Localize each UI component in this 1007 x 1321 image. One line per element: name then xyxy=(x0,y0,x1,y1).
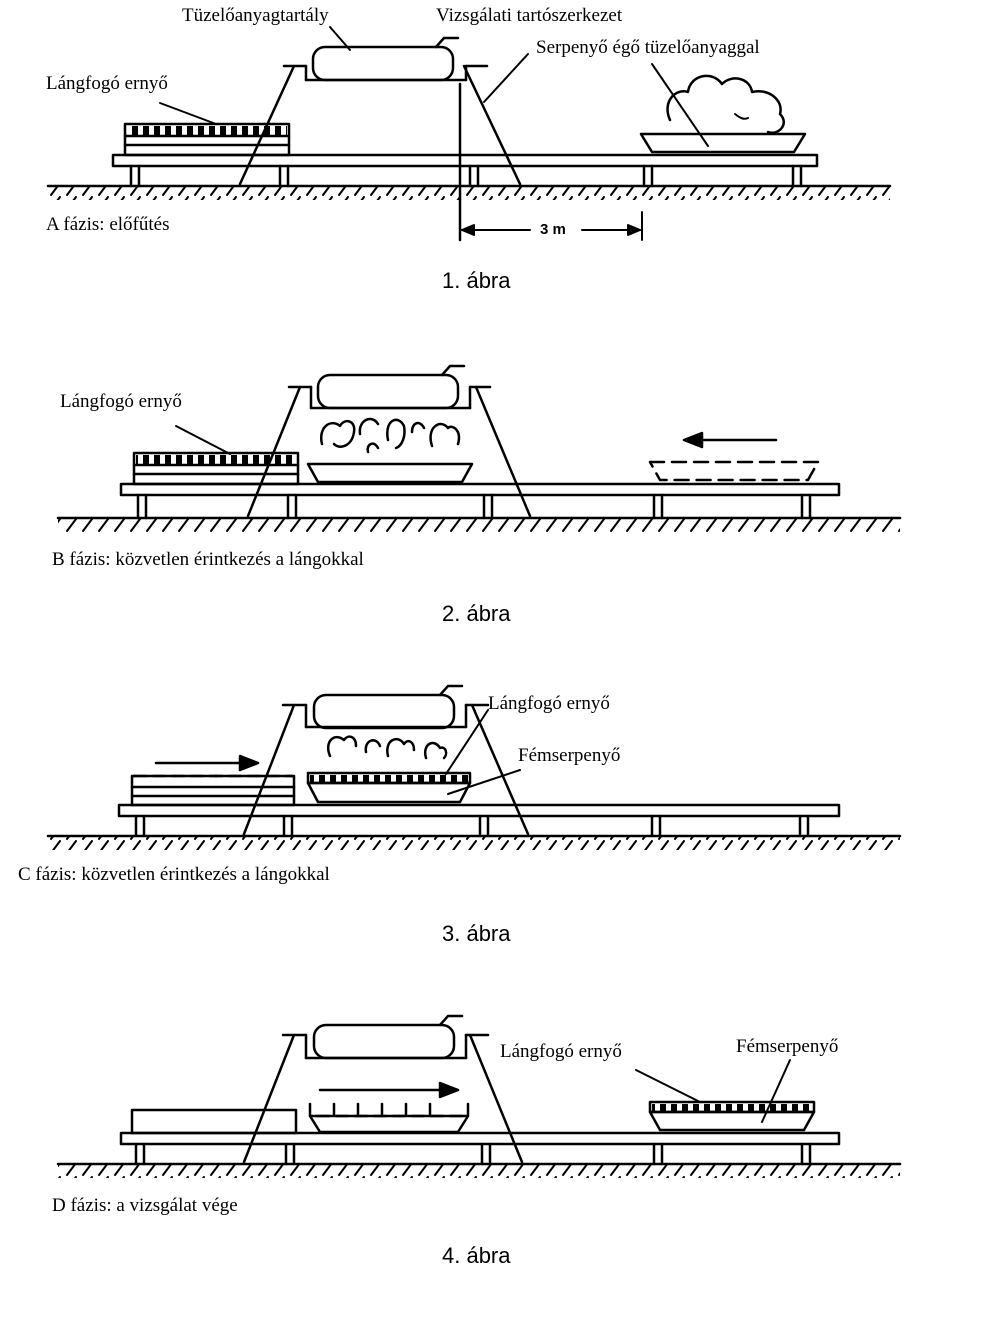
rail-table xyxy=(111,153,819,168)
fuel-tank xyxy=(312,1023,456,1060)
rail-legs xyxy=(136,493,812,520)
screen-base xyxy=(130,774,296,807)
metal-pan-with-screen xyxy=(306,771,472,804)
fuel-tank xyxy=(311,45,455,82)
label-flame-screen: Lángfogó ernyő xyxy=(488,693,610,714)
flame-screen xyxy=(132,451,300,486)
figure-caption: 3. ábra xyxy=(442,921,511,946)
tank-handle xyxy=(434,36,460,49)
rail-legs xyxy=(134,814,810,838)
figure-caption: 4. ábra xyxy=(442,1243,511,1268)
direction-arrow-left xyxy=(682,431,778,449)
leader-screen xyxy=(445,709,489,775)
figure-caption: 1. ábra xyxy=(442,268,511,293)
figure-4 xyxy=(56,1014,902,1178)
flame-cloud xyxy=(666,74,785,135)
phase-label: C fázis: közvetlen érintkezés a lángokka… xyxy=(18,864,330,885)
direction-arrow-right xyxy=(318,1081,460,1099)
flames xyxy=(327,735,448,760)
leader-screen xyxy=(175,425,231,455)
leader-screen xyxy=(635,1069,701,1103)
rail-table xyxy=(119,1131,841,1146)
flames xyxy=(319,417,461,454)
test-frame xyxy=(242,703,530,836)
ground-hatch xyxy=(58,518,900,532)
burning-pan xyxy=(639,132,807,154)
leader-screen xyxy=(159,102,217,125)
label-test-frame: Vizsgálati tartószerkezet xyxy=(436,5,623,26)
leader-pan xyxy=(651,63,709,147)
label-flame-screen: Lángfogó ernyő xyxy=(60,391,182,412)
leader-frame xyxy=(483,53,529,103)
leader-metal-pan xyxy=(447,769,521,795)
rail-table xyxy=(117,803,841,818)
ground-hatch xyxy=(58,1164,900,1178)
label-flame-screen: Lángfogó ernyő xyxy=(500,1041,622,1062)
tank-handle xyxy=(438,684,464,697)
direction-arrow-right xyxy=(154,754,260,772)
ground-hatch xyxy=(48,186,890,200)
label-flame-screen: Lángfogó ernyő xyxy=(46,73,168,94)
burning-pan xyxy=(306,462,474,484)
dimension-label: 3 m xyxy=(540,221,566,238)
figure-caption: 2. ábra xyxy=(442,601,511,626)
screen-base-empty xyxy=(130,1108,298,1135)
dimension-3m xyxy=(461,211,643,241)
fuel-tank xyxy=(312,693,456,730)
rail-legs xyxy=(129,164,803,188)
test-frame xyxy=(246,385,532,518)
flame-wisp xyxy=(734,113,749,120)
rail-table xyxy=(119,482,841,497)
phase-label: B fázis: közvetlen érintkezés a lángokka… xyxy=(52,549,364,570)
leader-metal-pan xyxy=(761,1059,791,1123)
label-fuel-tank: Tüzelőanyagtartály xyxy=(182,5,329,26)
tank-handle xyxy=(438,1014,464,1027)
empty-pan-dashed xyxy=(648,460,820,482)
figure-2 xyxy=(56,364,902,532)
label-metal-pan: Fémserpenyő xyxy=(518,745,621,766)
figure-1 xyxy=(46,26,892,242)
fuel-tank xyxy=(316,373,460,410)
pan-and-screen-dashed xyxy=(308,1102,470,1134)
phase-label: A fázis: előfűtés xyxy=(46,214,170,235)
rail-legs xyxy=(134,1142,812,1166)
label-metal-pan: Fémserpenyő xyxy=(736,1036,839,1057)
figure-3 xyxy=(46,684,902,850)
metal-pan-with-screen xyxy=(648,1100,816,1132)
tank-handle xyxy=(440,364,466,377)
label-burning-pan: Serpenyő égő tüzelőanyaggal xyxy=(536,37,760,58)
phase-label: D fázis: a vizsgálat vége xyxy=(52,1195,238,1216)
ground-hatch xyxy=(48,836,900,850)
leader-tank xyxy=(329,26,351,51)
